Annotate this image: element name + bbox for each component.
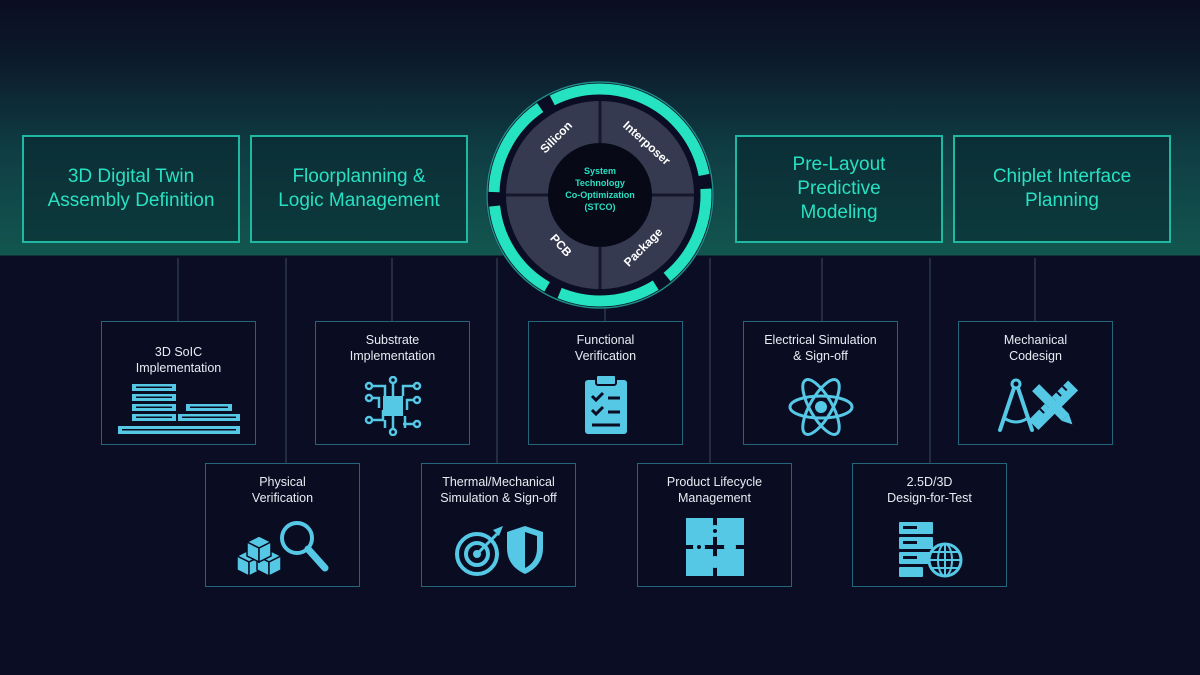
sub-box-label: Thermal/Mechanical Simulation & Sign-off bbox=[440, 475, 557, 505]
sub-box-label: Electrical Simulation & Sign-off bbox=[764, 333, 877, 363]
sub-box-plm[interactable]: Product Lifecycle Management bbox=[637, 463, 792, 587]
top-box-label: 3D Digital Twin Assembly Definition bbox=[47, 166, 215, 211]
compass-ruler-icon bbox=[959, 376, 1112, 436]
sub-box-label: 2.5D/3D Design-for-Test bbox=[887, 475, 972, 505]
sub-box-label: Product Lifecycle Management bbox=[666, 475, 763, 505]
sub-box-mechanical[interactable]: Mechanical Codesign bbox=[958, 321, 1113, 445]
sub-box-substrate[interactable]: Substrate Implementation bbox=[315, 321, 470, 445]
stco-title-line: (STCO) bbox=[585, 202, 616, 212]
top-box-label: Pre-Layout Predictive Modeling bbox=[792, 154, 886, 223]
magnifier-boxes-icon bbox=[206, 518, 359, 578]
atom-icon bbox=[744, 378, 897, 436]
top-box-pre-layout[interactable]: Pre-Layout Predictive Modeling bbox=[735, 135, 943, 243]
circuit-icon bbox=[316, 376, 469, 436]
top-box-chiplet[interactable]: Chiplet Interface Planning bbox=[953, 135, 1171, 243]
checklist-icon bbox=[529, 372, 682, 436]
top-box-label: Chiplet Interface Planning bbox=[992, 166, 1132, 211]
sub-box-label: 3D SoIC Implementation bbox=[135, 345, 222, 375]
sub-box-thermal[interactable]: Thermal/Mechanical Simulation & Sign-off bbox=[421, 463, 576, 587]
server-globe-icon bbox=[853, 520, 1006, 578]
stco-title-line: Technology bbox=[575, 178, 625, 188]
target-shield-icon bbox=[422, 520, 575, 578]
stco-title-line: Co-Optimization bbox=[565, 190, 635, 200]
sub-box-electrical[interactable]: Electrical Simulation & Sign-off bbox=[743, 321, 898, 445]
sub-box-label: Substrate Implementation bbox=[349, 333, 436, 363]
sub-box-label: Mechanical Codesign bbox=[1003, 333, 1068, 363]
top-box-digital-twin[interactable]: 3D Digital Twin Assembly Definition bbox=[22, 135, 240, 243]
sub-box-soic[interactable]: 3D SoIC Implementation bbox=[101, 321, 256, 445]
top-box-label: Floorplanning & Logic Management bbox=[278, 166, 440, 211]
top-box-floorplanning[interactable]: Floorplanning & Logic Management bbox=[250, 135, 468, 243]
sub-box-label: Physical Verification bbox=[251, 475, 314, 505]
sub-box-dft[interactable]: 2.5D/3D Design-for-Test bbox=[852, 463, 1007, 587]
sub-box-label: Functional Verification bbox=[574, 333, 637, 363]
puzzle-icon bbox=[638, 516, 791, 578]
stacked-chips-icon bbox=[102, 380, 255, 436]
sub-box-functional[interactable]: Functional Verification bbox=[528, 321, 683, 445]
sub-box-physical[interactable]: Physical Verification bbox=[205, 463, 360, 587]
stco-title-line: System bbox=[584, 166, 616, 176]
